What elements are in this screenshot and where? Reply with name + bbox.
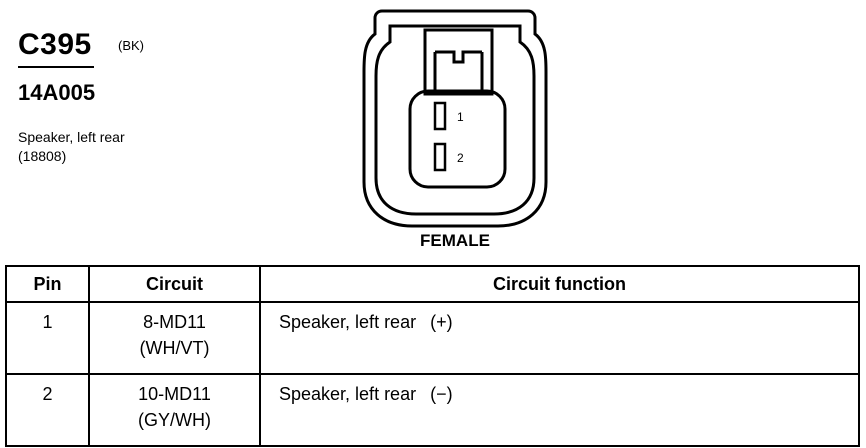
terminal-1-label: 1 bbox=[457, 110, 464, 124]
header-circuit: Circuit bbox=[88, 265, 261, 303]
connector-shell-inner bbox=[374, 24, 536, 216]
pin-cell: 2 bbox=[5, 373, 90, 447]
circuit-number: 8-MD11 bbox=[143, 312, 206, 332]
connector-description: Speaker, left rear (18808) bbox=[18, 128, 125, 166]
terminal-2-label: 2 bbox=[457, 151, 464, 165]
wire-color: (GY/WH) bbox=[138, 410, 211, 430]
wire-color: (WH/VT) bbox=[139, 338, 210, 358]
color-code: (BK) bbox=[118, 38, 144, 53]
table-header-row: Pin Circuit Circuit function bbox=[5, 265, 860, 303]
title-underline bbox=[18, 66, 94, 68]
table-row: 2 10-MD11 (GY/WH) Speaker, left rear (−) bbox=[5, 373, 860, 447]
part-number: 14A005 bbox=[18, 80, 96, 105]
reference-number: (18808) bbox=[18, 148, 67, 164]
pin-cell: 1 bbox=[5, 301, 90, 375]
terminal-2 bbox=[433, 142, 447, 172]
description-text: Speaker, left rear bbox=[18, 129, 125, 145]
locking-tab bbox=[423, 28, 494, 96]
polarity: (+) bbox=[430, 312, 453, 332]
terminal-1 bbox=[433, 101, 447, 131]
polarity: (−) bbox=[430, 384, 453, 404]
locking-tab-inner bbox=[433, 50, 484, 94]
header-pin: Pin bbox=[5, 265, 90, 303]
connector-shell-outer bbox=[362, 9, 548, 228]
connector-face-label: FEMALE bbox=[420, 231, 490, 250]
connector-face-diagram: 1 2 bbox=[362, 9, 548, 228]
function-cell: Speaker, left rear (+) bbox=[259, 301, 860, 375]
pinout-table: Pin Circuit Circuit function 1 8-MD11 (W… bbox=[5, 265, 860, 447]
table-row: 1 8-MD11 (WH/VT) Speaker, left rear (+) bbox=[5, 301, 860, 375]
connector-id: C395 bbox=[18, 28, 92, 61]
function-text: Speaker, left rear bbox=[279, 312, 417, 332]
header-function: Circuit function bbox=[259, 265, 860, 303]
circuit-cell: 10-MD11 (GY/WH) bbox=[88, 373, 261, 447]
circuit-cell: 8-MD11 (WH/VT) bbox=[88, 301, 261, 375]
terminal-cavity-block bbox=[408, 89, 507, 189]
function-text: Speaker, left rear bbox=[279, 384, 417, 404]
circuit-number: 10-MD11 bbox=[138, 384, 211, 404]
function-cell: Speaker, left rear (−) bbox=[259, 373, 860, 447]
